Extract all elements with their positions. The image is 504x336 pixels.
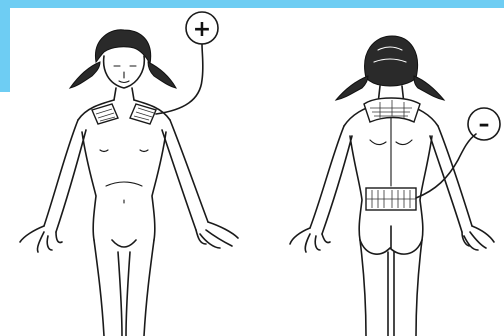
front-hand-left <box>20 226 62 252</box>
back-hand-left <box>290 228 330 252</box>
minus-electrode-sign: – <box>479 112 490 137</box>
back-figure: – <box>290 36 500 336</box>
back-lead-wire <box>416 134 476 198</box>
front-legs <box>94 240 154 336</box>
back-hand-right <box>462 226 494 250</box>
back-arm-right <box>430 126 472 232</box>
back-hair <box>365 36 418 86</box>
back-legs <box>360 240 422 336</box>
front-hand-right <box>196 222 238 248</box>
back-pigtail-right <box>414 76 444 100</box>
plus-electrode-sign: + <box>193 17 211 42</box>
back-pigtail-left <box>336 76 368 100</box>
front-collar-pad-left <box>92 104 118 124</box>
front-torso <box>78 100 170 240</box>
front-arm-left <box>44 120 86 232</box>
front-pigtail-left <box>70 62 100 88</box>
front-figure: + <box>20 12 238 336</box>
front-arm-right <box>162 120 208 230</box>
back-arm-left <box>310 126 352 234</box>
front-pigtail-right <box>148 62 176 88</box>
